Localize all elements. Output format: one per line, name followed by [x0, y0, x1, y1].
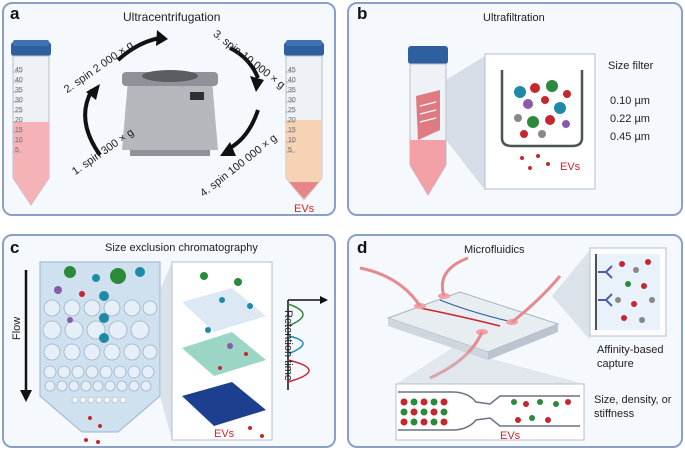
tick-40: 40	[15, 77, 23, 84]
tick-45: 45	[288, 67, 296, 74]
panel-c-letter: c	[10, 238, 20, 257]
sec-layers	[182, 272, 266, 438]
size-label-line2: stiffness	[594, 408, 635, 420]
tick-5: 5	[15, 147, 19, 154]
tick-5: 5	[288, 147, 292, 154]
panel-a-letter: a	[10, 4, 20, 23]
cycle-arrows	[83, 36, 260, 157]
tubing	[359, 256, 562, 380]
filter-size-1: 0.10 µm	[610, 95, 650, 107]
panel-c-title: Size exclusion chromatography	[105, 242, 258, 254]
panel-d-evs-label: EVs	[500, 430, 521, 442]
panel-a-title: Ultracentrifugation	[123, 10, 221, 24]
channel-particles	[400, 398, 571, 426]
panel-b-evs-label: EVs	[560, 161, 581, 173]
sec-column	[39, 261, 161, 444]
centrifuge-machine	[122, 70, 218, 156]
affinity-label-line1: Affinity-based	[597, 344, 664, 356]
tube-scale-left: 45 40 35 30 25 20 15 10 5	[15, 66, 23, 156]
panel-b-letter: b	[357, 4, 368, 23]
tick-30: 30	[15, 97, 23, 104]
filter-size-3: 0.45 µm	[610, 131, 650, 143]
tube-scale-right: 45 40 35 30 25 20 15 10 5	[288, 66, 296, 156]
tick-20: 20	[15, 117, 23, 124]
tick-45: 45	[15, 67, 23, 74]
panel-d-letter: d	[357, 238, 368, 257]
left-tube	[11, 40, 51, 206]
panel-a-evs-label: EVs	[294, 203, 315, 215]
microfluidic-chip	[386, 291, 560, 360]
retention-peaks	[287, 296, 328, 390]
panel-b-title: Ultrafiltration	[483, 12, 545, 24]
size-filter-heading: Size filter	[608, 60, 654, 72]
tick-40: 40	[288, 77, 296, 84]
tick-15: 15	[15, 127, 23, 134]
tick-25: 25	[15, 107, 23, 114]
tick-30: 30	[288, 97, 296, 104]
filter-size-2: 0.22 µm	[610, 113, 650, 125]
filter-tube	[408, 46, 448, 196]
tick-35: 35	[15, 87, 23, 94]
panel-c-evs-label: EVs	[214, 428, 235, 440]
right-tube	[284, 40, 324, 201]
tick-10: 10	[288, 137, 296, 144]
size-label-line1: Size, density, or	[594, 394, 672, 406]
affinity-label-line2: capture	[597, 358, 634, 370]
tick-35: 35	[288, 87, 296, 94]
ultrafiltration-particles	[514, 80, 571, 170]
tick-25: 25	[288, 107, 296, 114]
panel-d-title: Microfluidics	[464, 244, 525, 256]
tick-10: 10	[15, 137, 23, 144]
tick-20: 20	[288, 117, 296, 124]
tick-15: 15	[288, 127, 296, 134]
